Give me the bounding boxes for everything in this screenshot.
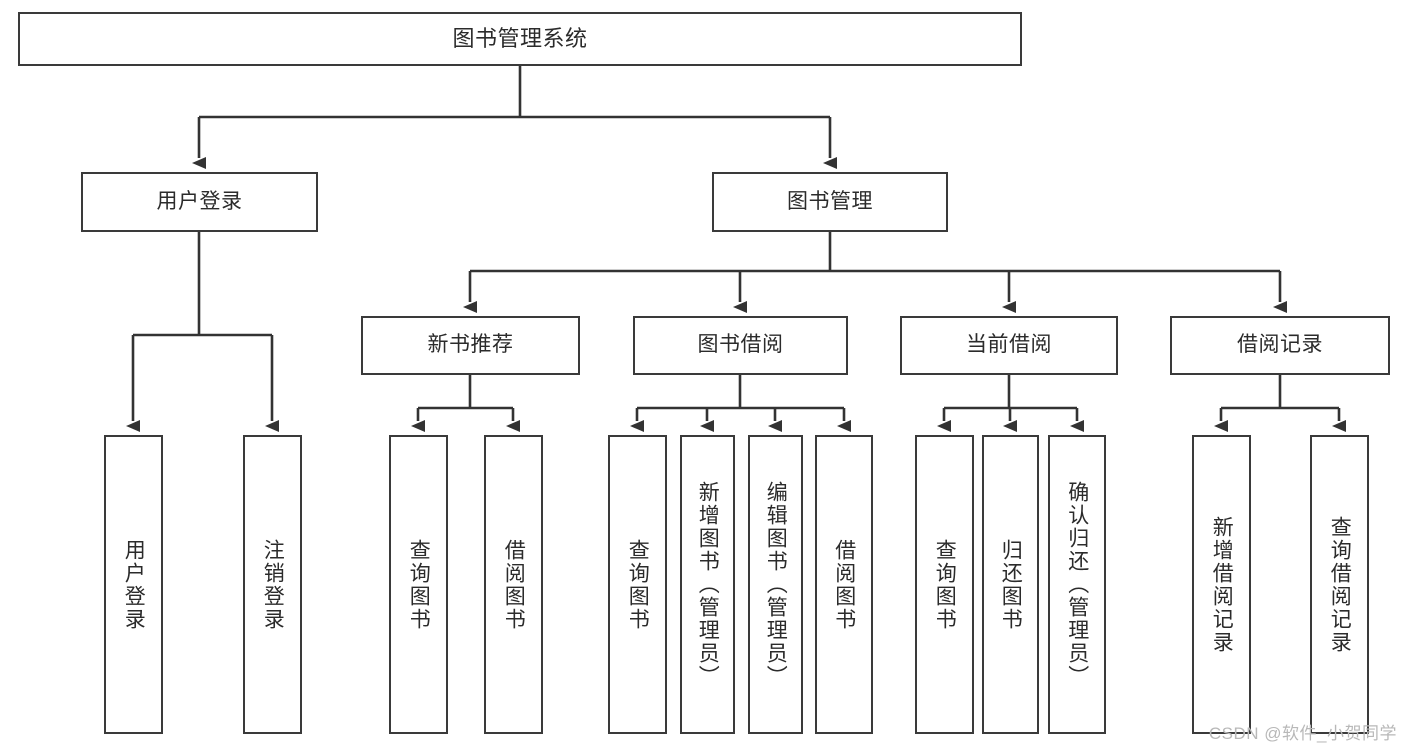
- node-leaf-query-borrow-record-label: 查询借阅记录: [1328, 515, 1352, 654]
- node-user-login[interactable]: 用户登录: [81, 172, 318, 232]
- node-leaf-query-book-2-label: 查询图书: [626, 538, 650, 631]
- node-leaf-add-borrow-record-label: 新增借阅记录: [1210, 515, 1234, 654]
- node-leaf-query-book-3[interactable]: 查询图书: [915, 435, 974, 734]
- node-leaf-return-book[interactable]: 归还图书: [982, 435, 1039, 734]
- node-leaf-edit-book-label: 编辑图书（管理员）: [764, 481, 788, 688]
- node-leaf-add-borrow-record[interactable]: 新增借阅记录: [1192, 435, 1251, 734]
- node-user-login-label: 用户登录: [156, 189, 243, 213]
- node-leaf-edit-book[interactable]: 编辑图书（管理员）: [748, 435, 803, 734]
- node-book-manage[interactable]: 图书管理: [712, 172, 948, 232]
- node-leaf-return-book-label: 归还图书: [999, 538, 1023, 631]
- node-leaf-query-book-1-label: 查询图书: [407, 538, 431, 631]
- node-leaf-confirm-return-label: 确认归还（管理员）: [1065, 481, 1089, 688]
- node-leaf-borrow-book-1-label: 借阅图书: [502, 538, 526, 631]
- node-current-borrow-label: 当前借阅: [966, 333, 1052, 357]
- watermark: CSDN @软件_小贺同学: [1208, 724, 1397, 743]
- node-leaf-user-logout-label: 注销登录: [261, 538, 285, 631]
- node-book-borrow[interactable]: 图书借阅: [633, 316, 848, 375]
- node-leaf-user-login-label: 用户登录: [122, 538, 146, 631]
- node-leaf-query-book-2[interactable]: 查询图书: [608, 435, 667, 734]
- node-root[interactable]: 图书管理系统: [18, 12, 1022, 66]
- node-leaf-borrow-book-1[interactable]: 借阅图书: [484, 435, 543, 734]
- node-current-borrow[interactable]: 当前借阅: [900, 316, 1118, 375]
- node-new-book-recommend-label: 新书推荐: [427, 333, 514, 357]
- node-book-borrow-label: 图书借阅: [697, 333, 784, 357]
- node-root-label: 图书管理系统: [452, 26, 588, 52]
- node-leaf-user-login[interactable]: 用户登录: [104, 435, 163, 734]
- node-borrow-record[interactable]: 借阅记录: [1170, 316, 1390, 375]
- node-leaf-user-logout[interactable]: 注销登录: [243, 435, 302, 734]
- node-leaf-query-borrow-record[interactable]: 查询借阅记录: [1310, 435, 1369, 734]
- node-new-book-recommend[interactable]: 新书推荐: [361, 316, 580, 375]
- node-leaf-add-book-label: 新增图书（管理员）: [696, 481, 720, 688]
- node-book-manage-label: 图书管理: [787, 189, 873, 213]
- node-leaf-query-book-3-label: 查询图书: [933, 538, 957, 631]
- node-leaf-query-book-1[interactable]: 查询图书: [389, 435, 448, 734]
- node-leaf-borrow-book-2-label: 借阅图书: [832, 538, 856, 631]
- node-borrow-record-label: 借阅记录: [1237, 333, 1323, 357]
- node-leaf-add-book[interactable]: 新增图书（管理员）: [680, 435, 735, 734]
- node-leaf-borrow-book-2[interactable]: 借阅图书: [815, 435, 873, 734]
- node-leaf-confirm-return[interactable]: 确认归还（管理员）: [1048, 435, 1106, 734]
